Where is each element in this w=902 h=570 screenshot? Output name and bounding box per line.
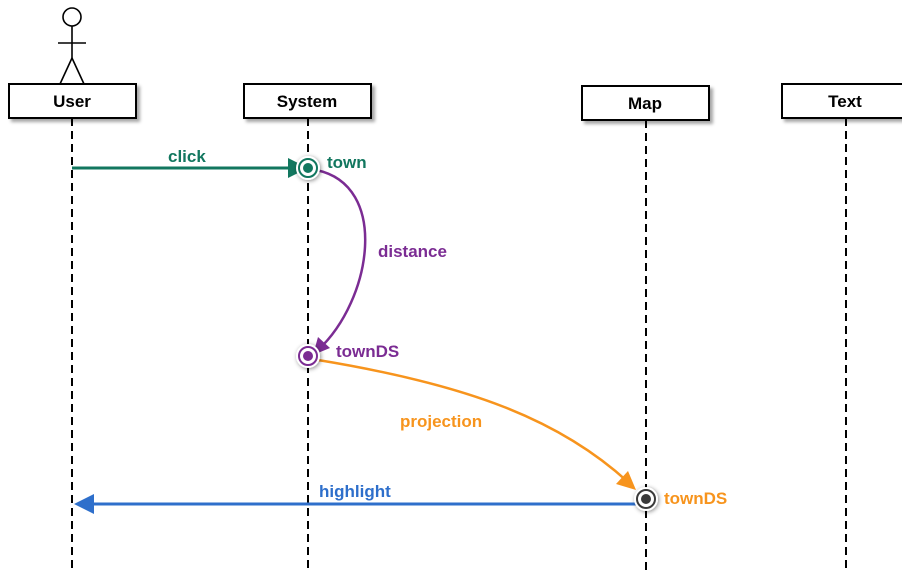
town-label: town bbox=[327, 153, 367, 172]
participant-user: User bbox=[8, 83, 137, 119]
projection-arrowhead-icon bbox=[616, 471, 636, 490]
highlight-label: highlight bbox=[319, 482, 391, 501]
message-highlight: highlight bbox=[74, 482, 636, 514]
message-click: click bbox=[72, 147, 308, 178]
message-distance: distance bbox=[313, 168, 447, 355]
projection-label: projection bbox=[400, 412, 482, 431]
distance-arrow-curve bbox=[315, 168, 367, 351]
townds-system-label: townDS bbox=[336, 342, 399, 361]
participant-system-label: System bbox=[277, 92, 337, 111]
participant-map-label: Map bbox=[628, 94, 662, 113]
participant-map: Map bbox=[581, 85, 710, 121]
townds-map-label: townDS bbox=[664, 489, 727, 508]
distance-label: distance bbox=[378, 242, 447, 261]
activation-town: town bbox=[296, 153, 367, 180]
participant-text: Text bbox=[781, 83, 902, 119]
activation-townds-system: townDS bbox=[296, 342, 399, 368]
participant-user-label: User bbox=[53, 92, 91, 111]
message-projection: projection bbox=[317, 358, 636, 490]
participant-system: System bbox=[243, 83, 372, 119]
highlight-arrowhead-icon bbox=[74, 494, 94, 514]
participant-text-label: Text bbox=[828, 92, 862, 111]
actor-icon bbox=[58, 7, 86, 85]
projection-arrow-curve bbox=[317, 358, 629, 483]
click-label: click bbox=[168, 147, 206, 166]
activation-townds-map: townDS bbox=[634, 487, 727, 511]
